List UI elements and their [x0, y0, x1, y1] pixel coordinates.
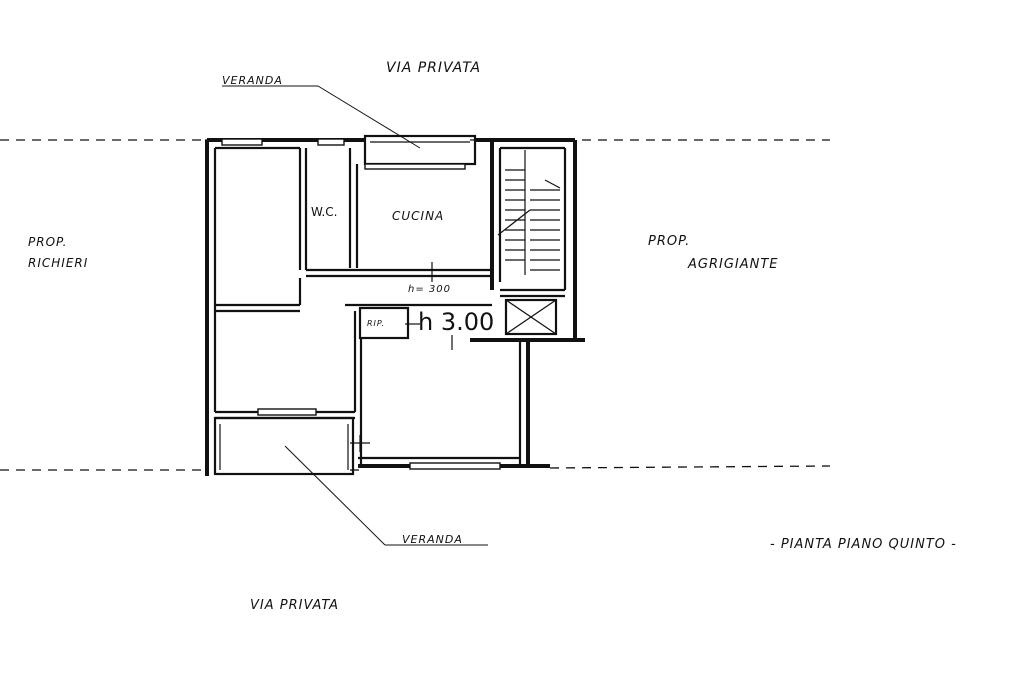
staircase: [497, 150, 561, 275]
veranda-label-bottom: VERANDA: [402, 533, 463, 546]
elevator-shaft: [500, 288, 565, 336]
prop-left-line1: PROP.: [28, 235, 67, 249]
street-label-top: VIA PRIVATA: [386, 60, 481, 76]
veranda-label-top: VERANDA: [222, 74, 283, 87]
height-label-small: h= 300: [408, 284, 451, 295]
leader-lines: [222, 85, 488, 546]
dimension-marks: [350, 262, 453, 452]
prop-left-line2: RICHIERI: [28, 256, 88, 270]
height-label-large: h 3.00: [418, 308, 494, 336]
floor-caption: - PIANTA PIANO QUINTO -: [770, 537, 957, 552]
rip-label: RIP.: [367, 319, 385, 328]
street-label-bottom: VIA PRIVATA: [250, 598, 339, 613]
prop-right-line1: PROP.: [648, 234, 690, 249]
cucina-label: CUCINA: [392, 209, 444, 223]
interior-walls: [213, 148, 492, 476]
wc-label: W.C.: [311, 205, 338, 219]
prop-right-line2: AGRIGIANTE: [687, 257, 779, 272]
windows: [221, 138, 501, 470]
